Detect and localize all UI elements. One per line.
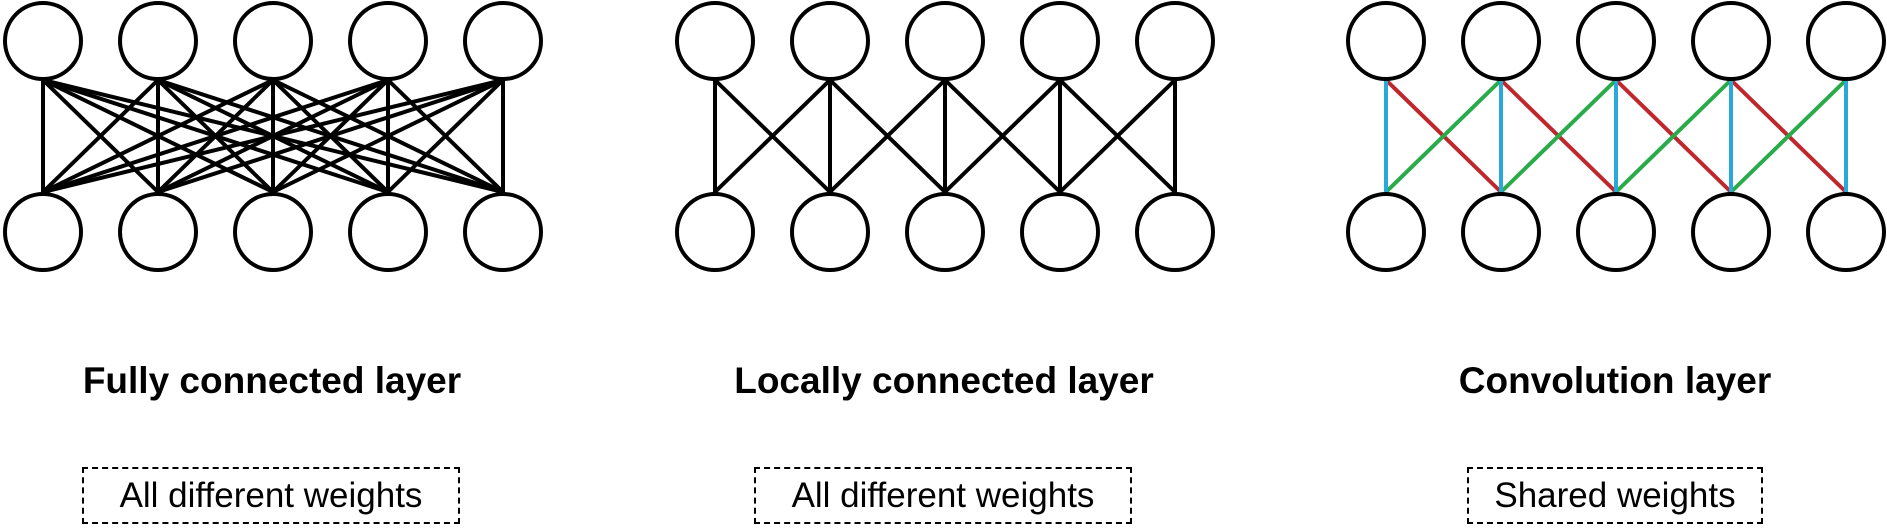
connection-edge xyxy=(41,78,390,194)
connection-edge xyxy=(943,78,1062,194)
input-node xyxy=(675,1,755,81)
input-node xyxy=(1020,1,1100,81)
locally-connected-caption: All different weights xyxy=(754,467,1132,524)
output-node xyxy=(790,192,870,272)
locally-connected-diagram xyxy=(675,1,1215,272)
convolution-diagram xyxy=(1346,1,1886,272)
output-node xyxy=(233,192,313,272)
input-node xyxy=(790,1,870,81)
connection-edge xyxy=(41,78,160,194)
connection-edge xyxy=(1384,78,1503,194)
connection-edge xyxy=(156,78,505,194)
input-node xyxy=(1576,1,1656,81)
connection-edge xyxy=(828,78,947,194)
input-node xyxy=(1461,1,1541,81)
input-node xyxy=(905,1,985,81)
convolution-caption: Shared weights xyxy=(1467,467,1763,524)
fully-connected-title: Fully connected layer xyxy=(82,360,462,401)
output-node xyxy=(1691,192,1771,272)
connection-edge xyxy=(713,78,832,194)
input-node xyxy=(1135,1,1215,81)
input-node xyxy=(3,1,83,81)
input-node xyxy=(463,1,543,81)
connection-edge xyxy=(1614,78,1733,194)
connection-edge xyxy=(1058,78,1177,194)
fully-connected-caption: All different weights xyxy=(82,467,460,524)
output-node xyxy=(348,192,428,272)
convolution-title: Convolution layer xyxy=(1458,360,1772,401)
input-node xyxy=(1806,1,1886,81)
output-node xyxy=(1576,192,1656,272)
input-node xyxy=(1346,1,1426,81)
output-node xyxy=(1461,192,1541,272)
output-node xyxy=(1020,192,1100,272)
input-node xyxy=(233,1,313,81)
output-node xyxy=(3,192,83,272)
output-node xyxy=(905,192,985,272)
connection-edge xyxy=(1729,78,1848,194)
output-node xyxy=(675,192,755,272)
output-node xyxy=(1806,192,1886,272)
connection-edge xyxy=(1499,78,1618,194)
input-node xyxy=(118,1,198,81)
output-node xyxy=(118,192,198,272)
locally-connected-title: Locally connected layer xyxy=(734,360,1154,401)
fully-connected-diagram xyxy=(3,1,543,272)
input-node xyxy=(1691,1,1771,81)
output-node xyxy=(1346,192,1426,272)
connection-edge xyxy=(386,78,505,194)
output-node xyxy=(1135,192,1215,272)
output-node xyxy=(463,192,543,272)
input-node xyxy=(348,1,428,81)
